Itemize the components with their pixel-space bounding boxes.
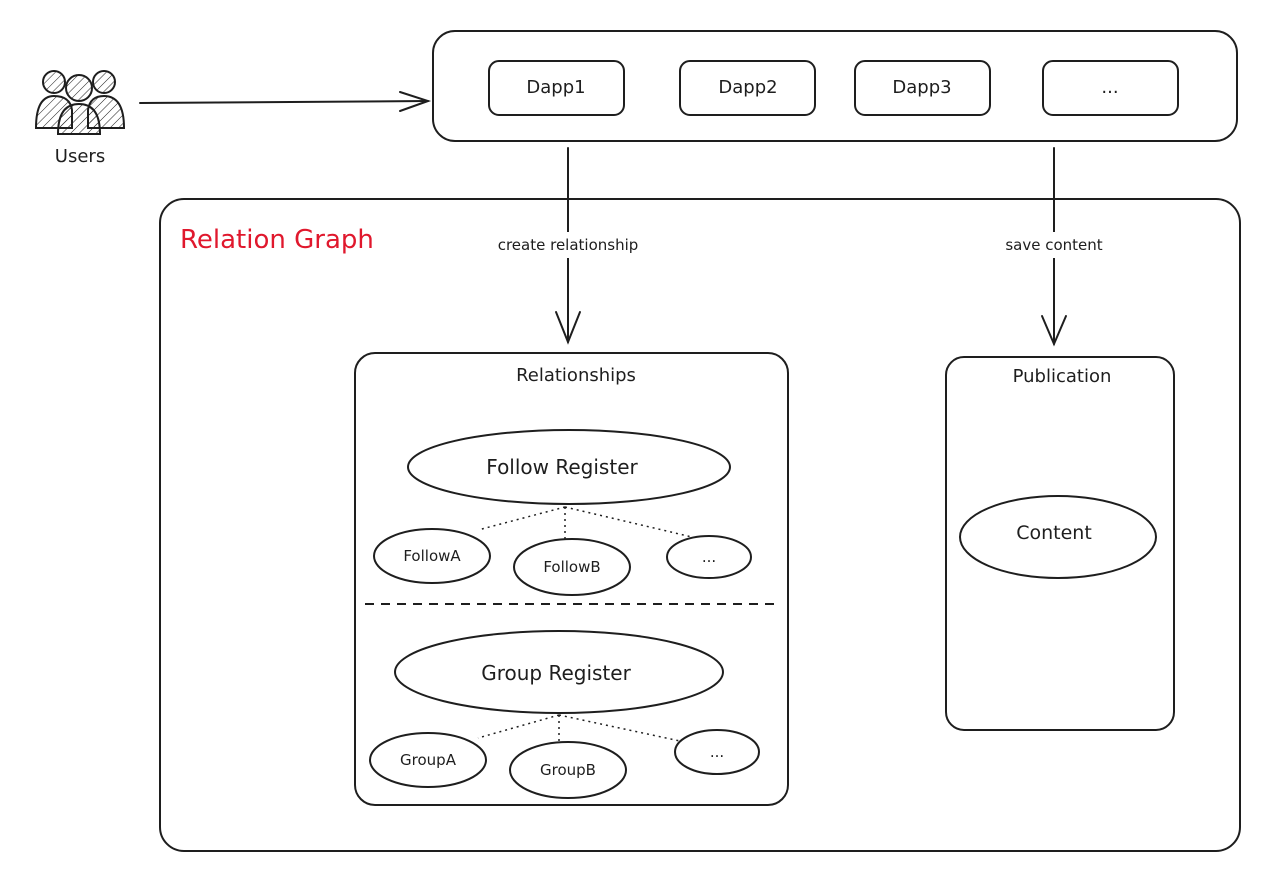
dapp-more[interactable]: ... bbox=[1042, 60, 1179, 116]
dapp-more-label: ... bbox=[1101, 77, 1118, 98]
follow-a-label: FollowA bbox=[403, 547, 461, 565]
follow-register-node[interactable]: Follow Register bbox=[407, 429, 731, 505]
users-icon bbox=[34, 70, 126, 135]
group-connectors bbox=[477, 714, 681, 743]
users-to-dapps-arrow bbox=[139, 91, 432, 112]
dapp-1[interactable]: Dapp1 bbox=[488, 60, 625, 116]
follow-more-label: ... bbox=[702, 548, 716, 566]
group-b-label: GroupB bbox=[540, 761, 596, 779]
follow-b-node[interactable]: FollowB bbox=[513, 538, 631, 596]
save-content-label-bg bbox=[990, 232, 1118, 258]
follow-b-label: FollowB bbox=[543, 558, 600, 576]
follow-register-label: Follow Register bbox=[486, 455, 638, 479]
follow-connectors bbox=[477, 506, 693, 540]
create-relationship-label-bg bbox=[480, 232, 656, 258]
users-label: Users bbox=[55, 146, 105, 167]
dapp-2[interactable]: Dapp2 bbox=[679, 60, 816, 116]
group-more-node[interactable]: ... bbox=[674, 729, 760, 775]
relation-graph-container bbox=[159, 198, 1241, 852]
publication-box bbox=[945, 356, 1175, 731]
save-content-label: save content bbox=[1005, 236, 1102, 254]
dapp-1-label: Dapp1 bbox=[526, 77, 585, 98]
dapps-container bbox=[432, 30, 1238, 142]
dapp-2-label: Dapp2 bbox=[718, 77, 777, 98]
follow-more-node[interactable]: ... bbox=[666, 535, 752, 579]
publication-title: Publication bbox=[1013, 366, 1112, 387]
dapp-3-label: Dapp3 bbox=[892, 77, 951, 98]
content-label: Content bbox=[1016, 522, 1092, 544]
content-node[interactable]: Content bbox=[959, 495, 1157, 579]
create-relationship-label: create relationship bbox=[498, 236, 639, 254]
group-register-label: Group Register bbox=[481, 661, 631, 685]
group-more-label: ... bbox=[710, 743, 724, 761]
group-a-node[interactable]: GroupA bbox=[369, 732, 487, 788]
dapp-3[interactable]: Dapp3 bbox=[854, 60, 991, 116]
group-register-node[interactable]: Group Register bbox=[394, 630, 724, 714]
relation-graph-title: Relation Graph bbox=[180, 225, 374, 255]
relationships-box bbox=[354, 352, 789, 806]
group-a-label: GroupA bbox=[400, 751, 457, 769]
relationships-title: Relationships bbox=[516, 365, 636, 386]
follow-a-node[interactable]: FollowA bbox=[373, 528, 491, 584]
group-b-node[interactable]: GroupB bbox=[509, 741, 627, 799]
